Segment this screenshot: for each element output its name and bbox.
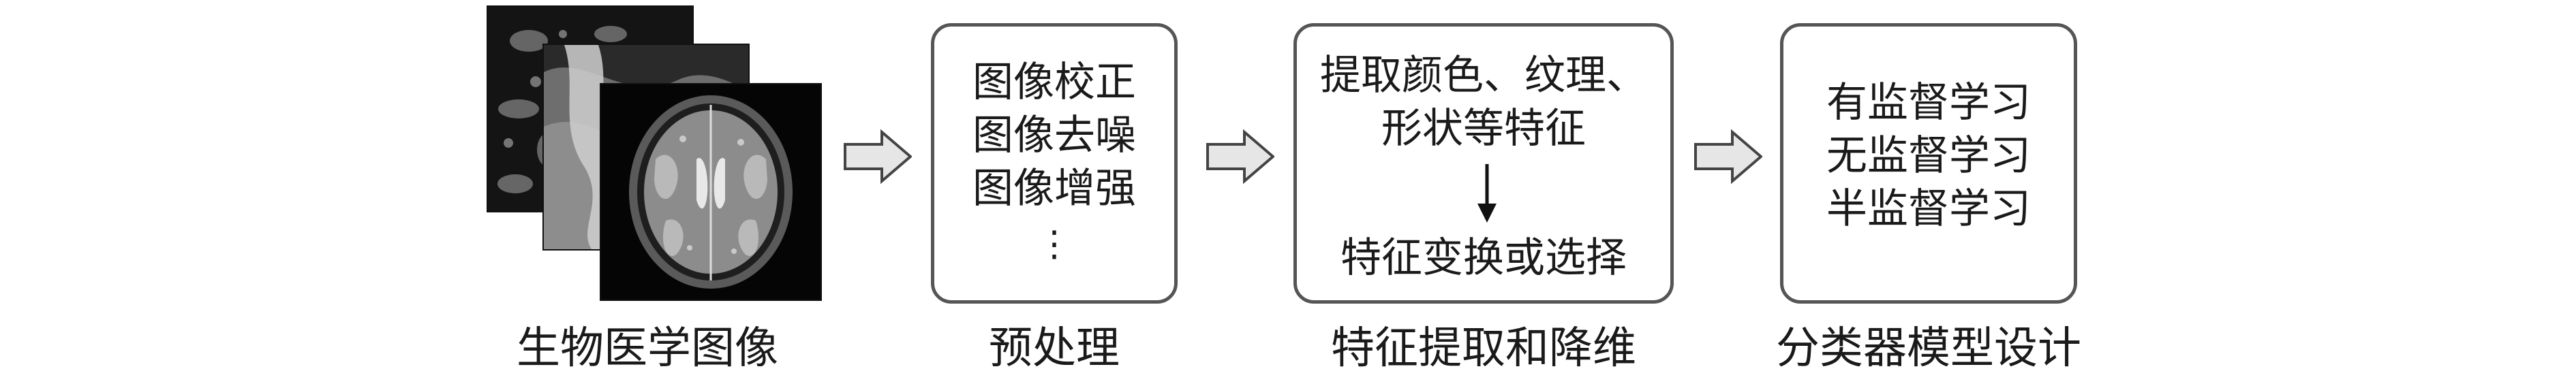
block-arrow-right-1 <box>844 129 912 184</box>
caption-preprocessing: 预处理 <box>989 323 1120 374</box>
feature-extract-line-1: 提取颜色、纹理、 <box>1320 52 1647 99</box>
feature-transform-line: 特征变换或选择 <box>1340 234 1627 282</box>
feature-extraction-box: 提取颜色、纹理、 形状等特征 特征变换或选择 <box>1293 23 1674 304</box>
preprocessing-more-indicator: ⋮ <box>1037 224 1072 265</box>
classifier-design-box: 有监督学习 无监督学习 半监督学习 <box>1780 23 2077 304</box>
brain-mri-image-front <box>600 83 822 301</box>
classifier-item-semisupervised: 半监督学习 <box>1826 185 2031 233</box>
preprocessing-item-correction: 图像校正 <box>972 59 1136 106</box>
caption-classifier-design: 分类器模型设计 <box>1776 323 2081 374</box>
down-arrow-icon <box>1477 164 1497 223</box>
classifier-item-supervised: 有监督学习 <box>1826 79 2031 127</box>
preprocessing-box: 图像校正 图像去噪 图像增强 ⋮ <box>931 23 1178 304</box>
preprocessing-item-enhancement: 图像增强 <box>972 165 1136 212</box>
feature-extract-line-2: 形状等特征 <box>1381 105 1586 152</box>
preprocessing-item-denoising: 图像去噪 <box>972 112 1136 159</box>
classifier-item-unsupervised: 无监督学习 <box>1826 132 2031 180</box>
block-arrow-right-3 <box>1694 129 1762 184</box>
caption-feature-extraction: 特征提取和降维 <box>1331 323 1636 374</box>
caption-biomedical-images: 生物医学图像 <box>517 323 778 374</box>
block-arrow-right-2 <box>1206 129 1274 184</box>
biomedical-image-stack <box>484 0 825 306</box>
